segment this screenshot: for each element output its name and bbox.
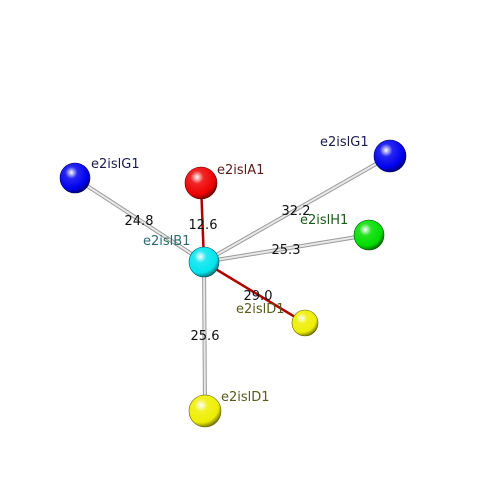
bond-layer bbox=[73, 154, 392, 413]
bond-d1-right bbox=[202, 260, 307, 325]
atom-label-g1-right: e2islG1 bbox=[320, 135, 369, 150]
atom-label-g1-left: e2islG1 bbox=[91, 157, 140, 172]
atom-sphere-g1-left bbox=[59, 162, 91, 194]
atom-sphere-d1-bottom bbox=[188, 394, 222, 428]
distance-label-g1-left: 24.8 bbox=[125, 214, 154, 229]
distance-label-d1-right: 29.0 bbox=[244, 289, 273, 304]
atom-label-d1-bottom: e2islD1 bbox=[221, 390, 270, 405]
atom-label-d1-right: e2islD1 bbox=[236, 302, 285, 317]
atom-sphere-h1 bbox=[353, 219, 385, 251]
atom-sphere-a1 bbox=[184, 166, 218, 200]
bond-g1-left bbox=[73, 176, 206, 264]
atom-label-center: e2islB1 bbox=[143, 234, 190, 249]
bond-g1-right bbox=[202, 154, 392, 264]
atom-sphere-d1-right bbox=[291, 309, 319, 337]
distance-label-d1-bottom: 25.6 bbox=[191, 329, 220, 344]
atom-sphere-center bbox=[188, 246, 220, 278]
atom-label-a1: e2islA1 bbox=[217, 163, 264, 178]
sphere-layer bbox=[59, 139, 407, 428]
distance-label-g1-right: 32.2 bbox=[282, 204, 311, 219]
distance-label-a1: 12.6 bbox=[189, 218, 218, 233]
bond-d1-bottom bbox=[202, 260, 207, 413]
distance-label-h1: 25.3 bbox=[272, 243, 301, 258]
atom-sphere-g1-right bbox=[373, 139, 407, 173]
bond-h1 bbox=[202, 233, 371, 264]
atom-label-h1: e2islH1 bbox=[300, 213, 348, 228]
label-layer: 24.8 12.6 32.2 25.3 29.0 25.6 e2islG1 e2islA1 e2… bbox=[91, 135, 369, 405]
